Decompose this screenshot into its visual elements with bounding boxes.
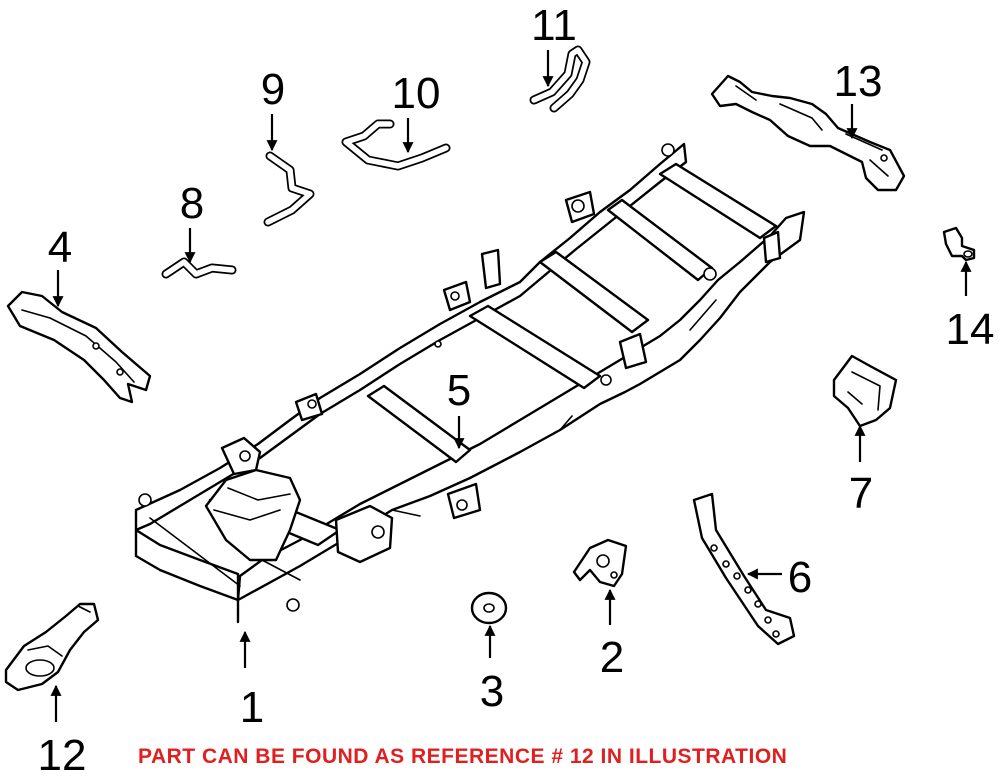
callout-12: 12 (38, 731, 87, 776)
callout-10: 10 (392, 69, 441, 118)
callout-7: 7 (849, 469, 873, 518)
callout-8: 8 (180, 179, 204, 228)
callout-14: 14 (946, 305, 995, 354)
callout-6: 6 (788, 553, 812, 602)
callout-2: 2 (600, 633, 624, 682)
callout-9: 9 (261, 65, 285, 114)
reference-note: PART CAN BE FOUND AS REFERENCE # 12 IN I… (138, 745, 788, 768)
part-6-skid-bracket (692, 492, 796, 646)
part-4-crossmember (6, 290, 152, 404)
callout-5: 5 (447, 366, 471, 415)
part-14-bolt (942, 226, 976, 262)
part-9-tube (263, 151, 315, 227)
part-3-plug (470, 591, 508, 625)
callout-arrows (50, 50, 972, 722)
part-8-tube (161, 257, 237, 279)
callout-numbers: 1 2 3 4 5 6 7 8 9 10 11 12 13 14 (38, 1, 995, 776)
part-12-bracket (4, 602, 100, 692)
part-11-tube (529, 45, 591, 113)
callout-11: 11 (531, 1, 577, 50)
callout-4: 4 (48, 223, 72, 272)
part-7-bracket (832, 354, 898, 428)
callout-3: 3 (480, 667, 504, 716)
vehicle-frame (134, 142, 806, 624)
callout-13: 13 (834, 57, 883, 106)
part-13-axle (710, 74, 906, 192)
part-2-bracket (572, 538, 628, 588)
callout-1: 1 (240, 683, 264, 732)
part-10-tube (341, 119, 451, 171)
